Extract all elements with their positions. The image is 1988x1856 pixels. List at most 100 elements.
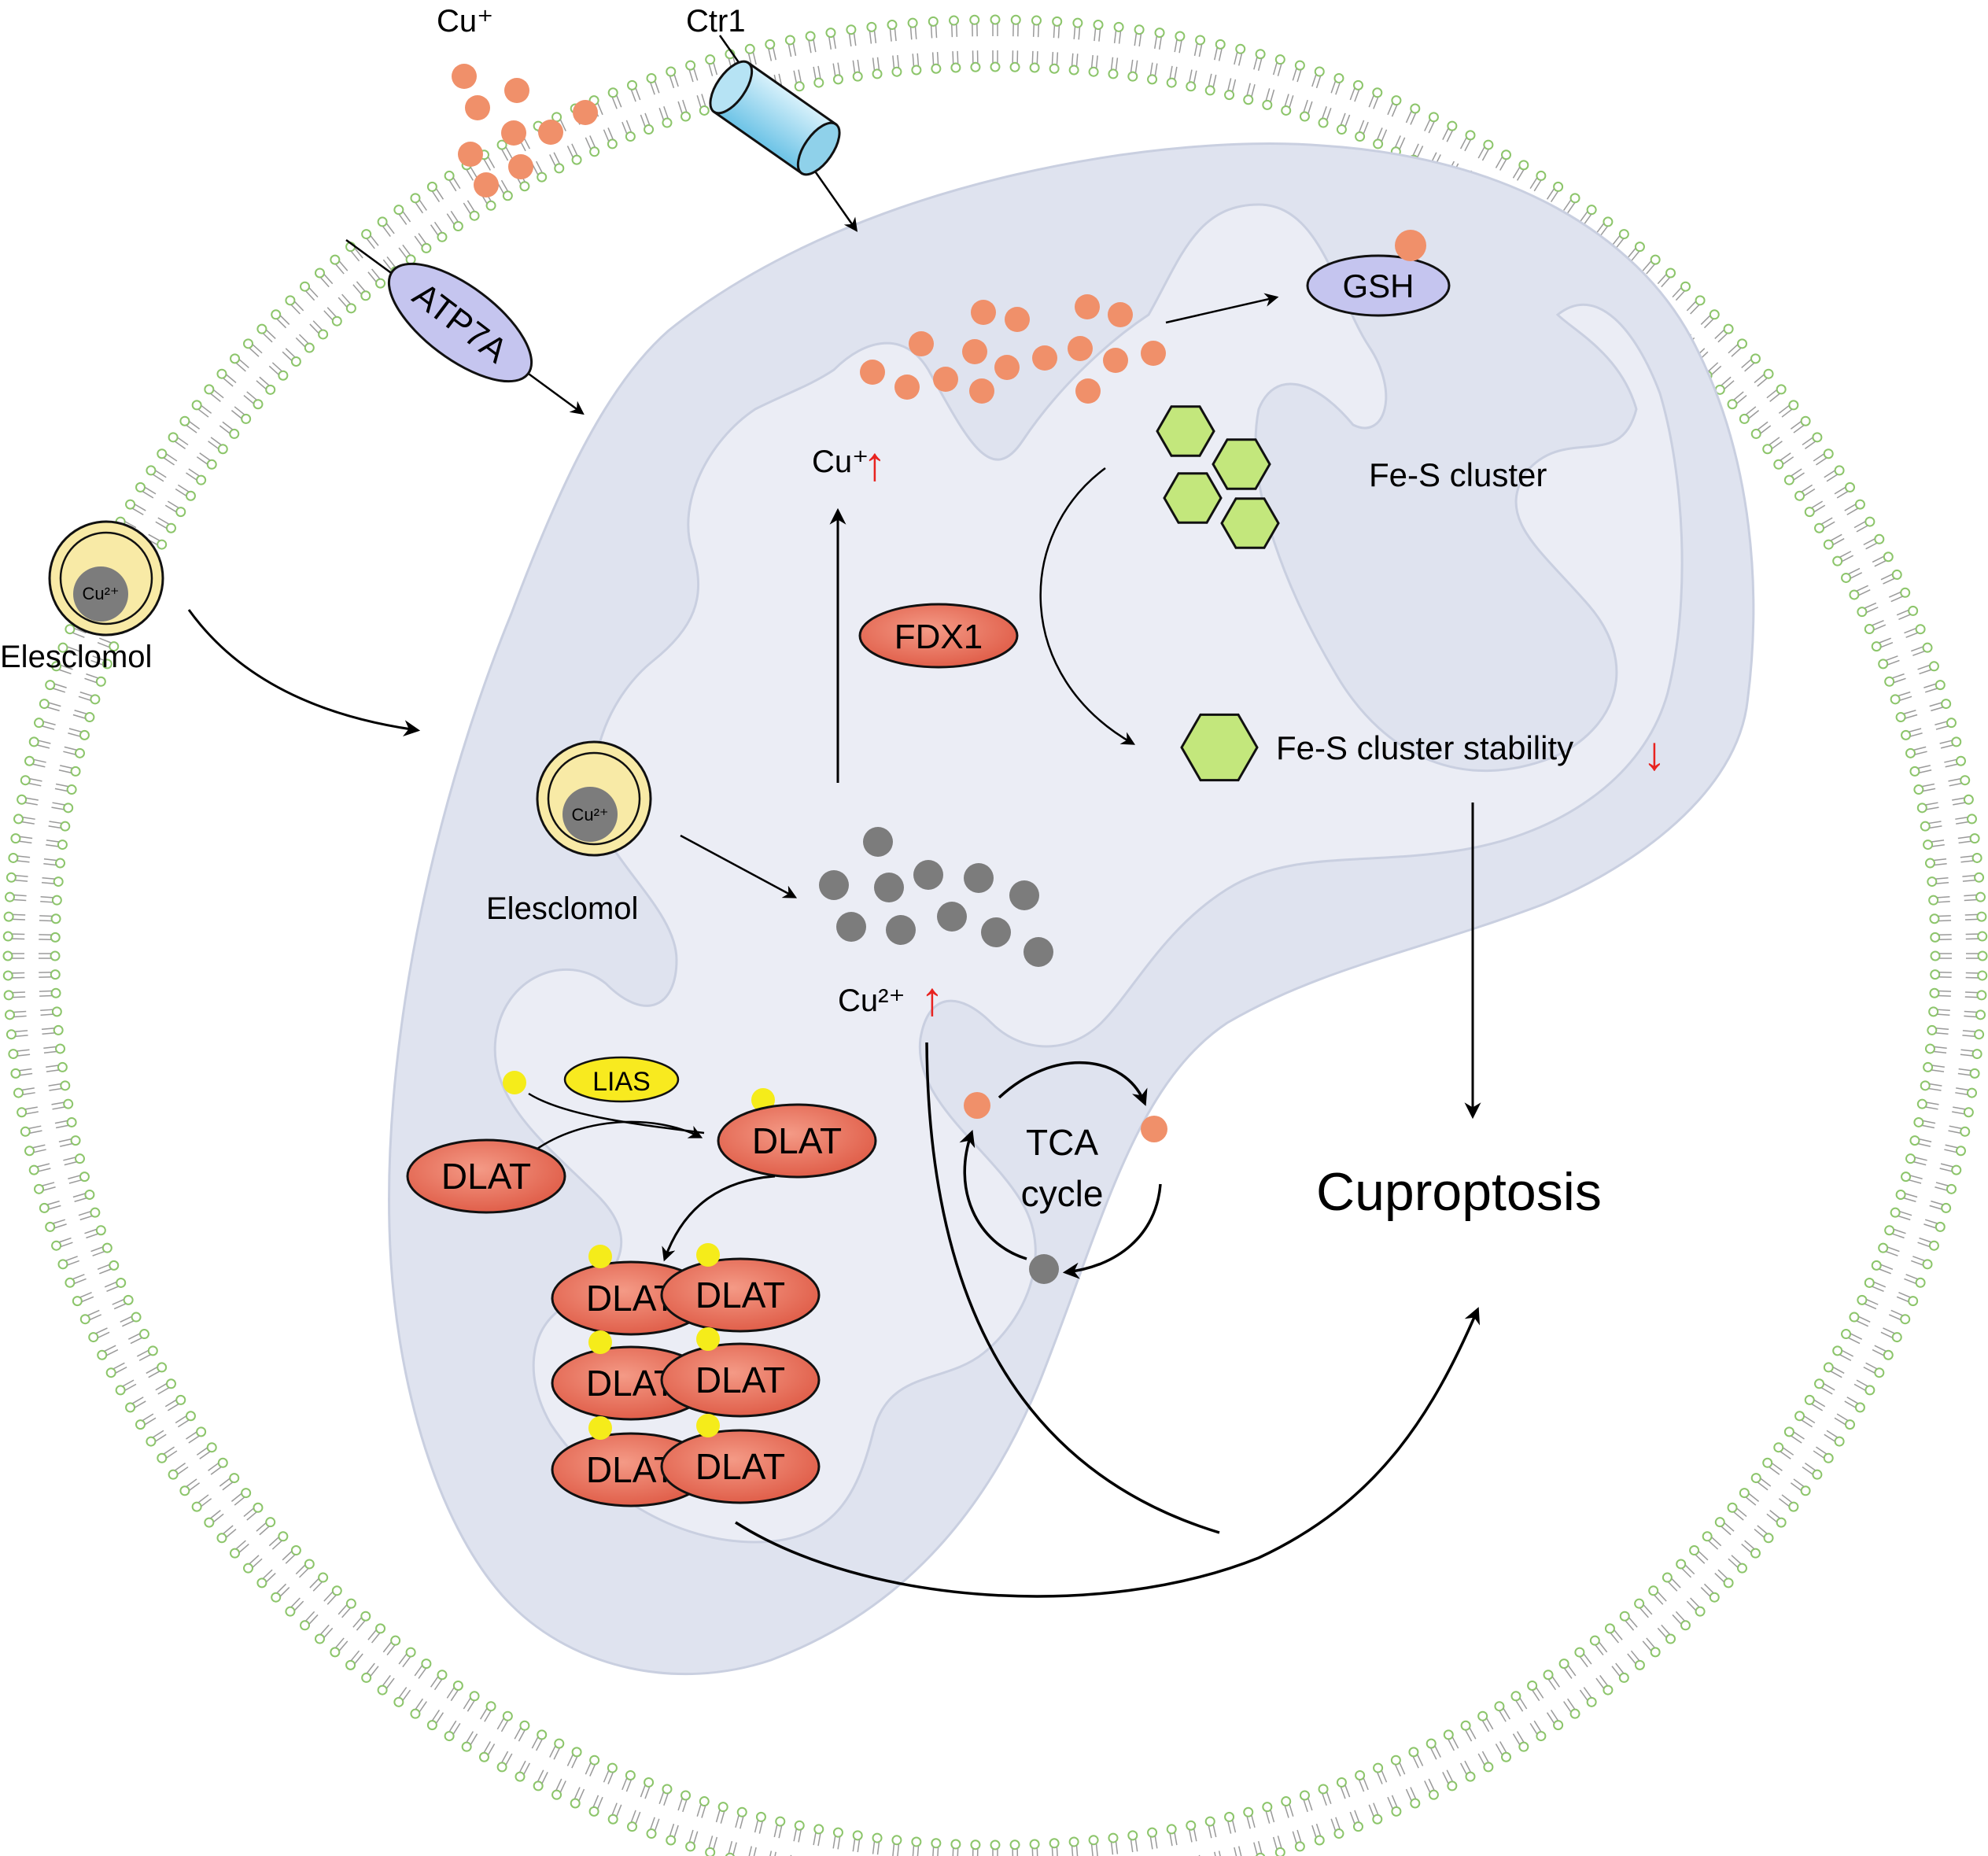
phospholipid-tail [1856, 525, 1868, 533]
phospholipid-tail [1265, 88, 1271, 101]
phospholipid-tail [188, 1435, 200, 1444]
phospholipid-tail [279, 1587, 290, 1597]
phospholipid-head [1166, 77, 1177, 88]
fdx1-label: FDX1 [894, 618, 983, 656]
phospholipid-tail [48, 702, 61, 707]
phospholipid-tail [25, 797, 39, 801]
phospholipid-tail [1816, 457, 1828, 466]
phospholipid-head [1294, 1841, 1305, 1852]
phospholipid-head [1127, 71, 1138, 82]
phospholipid-tail [382, 1641, 392, 1653]
phospholipid-tail [350, 1650, 360, 1662]
phospholipid-tail [78, 1211, 91, 1216]
copper-ion-dot-icon [937, 902, 967, 932]
phospholipid-head [1355, 1769, 1366, 1780]
phospholipid-head [1800, 1485, 1811, 1496]
phospholipid-head [243, 1563, 254, 1574]
phospholipid-tail [1935, 721, 1948, 725]
phospholipid-head [265, 1517, 276, 1528]
phospholipid-tail [1579, 1656, 1588, 1668]
phospholipid-tail [65, 650, 78, 656]
phospholipid-tail [1909, 728, 1922, 732]
phospholipid-tail [19, 840, 32, 844]
phospholipid-tail [450, 210, 459, 223]
phospholipid-head [70, 1135, 81, 1146]
phospholipid-head [1569, 1708, 1580, 1719]
phospholipid-head [1336, 1777, 1347, 1788]
phospholipid-tail [1075, 1845, 1079, 1856]
phospholipid-head [1857, 1294, 1868, 1305]
phospholipid-head [1586, 205, 1597, 216]
phospholipid-tail [625, 120, 633, 133]
phospholipid-tail [72, 714, 86, 719]
phospholipid-tail [1547, 1679, 1557, 1691]
phospholipid-head [444, 170, 455, 181]
phospholipid-tail [1090, 54, 1094, 68]
phospholipid-tail [1888, 591, 1901, 598]
phospholipid-tail [1394, 135, 1401, 148]
phospholipid-head [1763, 1533, 1774, 1544]
phospholipid-head [1447, 1780, 1458, 1791]
phospholipid-tail [635, 87, 641, 101]
phospholipid-tail [1919, 669, 1931, 675]
phospholipid-tail [1925, 802, 1938, 806]
phospholipid-tail [1839, 1354, 1852, 1361]
phospholipid-tail [1928, 1087, 1942, 1091]
phospholipid-tail [1363, 121, 1369, 135]
phospholipid-tail [748, 1846, 753, 1856]
phospholipid-tail [1934, 1050, 1947, 1053]
lias-label: LIAS [592, 1067, 651, 1097]
phospholipid-head [6, 1029, 17, 1040]
phospholipid-tail [1036, 1847, 1038, 1856]
phospholipid-head [1946, 718, 1957, 729]
phospholipid-tail [37, 1163, 50, 1168]
copper-ion-dot-icon [573, 100, 598, 125]
phospholipid-tail [385, 1677, 395, 1689]
phospholipid-tail [1335, 82, 1341, 95]
phospholipid-tail [1481, 1751, 1489, 1763]
phospholipid-tail [837, 1836, 841, 1850]
phospholipid-tail [935, 25, 938, 39]
phospholipid-tail [21, 1087, 35, 1091]
phospholipid-tail [53, 1219, 66, 1224]
phospholipid-tail [1399, 1762, 1406, 1775]
phospholipid-head [271, 1592, 282, 1603]
phospholipid-head [278, 370, 289, 381]
phospholipid-tail [17, 1053, 31, 1057]
phospholipid-head [50, 987, 61, 998]
phospholipid-tail [436, 1712, 444, 1724]
phospholipid-tail [1890, 596, 1903, 603]
phospholipid-tail [1031, 50, 1034, 64]
phospholipid-head [1195, 35, 1206, 46]
dlat-label: DLAT [695, 1446, 785, 1487]
phospholipid-tail [1251, 84, 1256, 97]
phospholipid-tail [1888, 1314, 1901, 1321]
phospholipid-tail [58, 769, 72, 773]
phospholipid-tail [219, 1478, 231, 1487]
phospholipid-tail [1675, 290, 1685, 301]
phospholipid-tail [553, 152, 560, 164]
phospholipid-head [1553, 1720, 1564, 1731]
phospholipid-tail [1193, 1828, 1197, 1842]
phospholipid-tail [1615, 238, 1625, 249]
phospholipid-tail [1890, 1309, 1903, 1316]
phospholipid-tail [1377, 1772, 1383, 1784]
copper-ion-dot-icon [504, 78, 529, 103]
phospholipid-tail [402, 211, 411, 223]
phospholipid-tail [607, 127, 614, 140]
phospholipid-tail [1057, 25, 1060, 39]
phospholipid-tail [1251, 1815, 1256, 1828]
phospholipid-tail [1733, 1511, 1744, 1521]
phospholipid-tail [135, 504, 146, 511]
phospholipid-tail [1914, 1157, 1927, 1161]
phospholipid-tail [42, 1182, 55, 1186]
phospholipid-tail [701, 1805, 706, 1818]
phospholipid-head [1709, 1592, 1720, 1603]
phospholipid-head [533, 1780, 544, 1791]
phospholipid-head [627, 1821, 638, 1832]
phospholipid-head [1029, 62, 1040, 73]
phospholipid-tail [889, 28, 892, 42]
phospholipid-head [1299, 111, 1310, 122]
copper-ion-dot-icon [836, 912, 866, 942]
phospholipid-tail [1428, 1778, 1435, 1791]
